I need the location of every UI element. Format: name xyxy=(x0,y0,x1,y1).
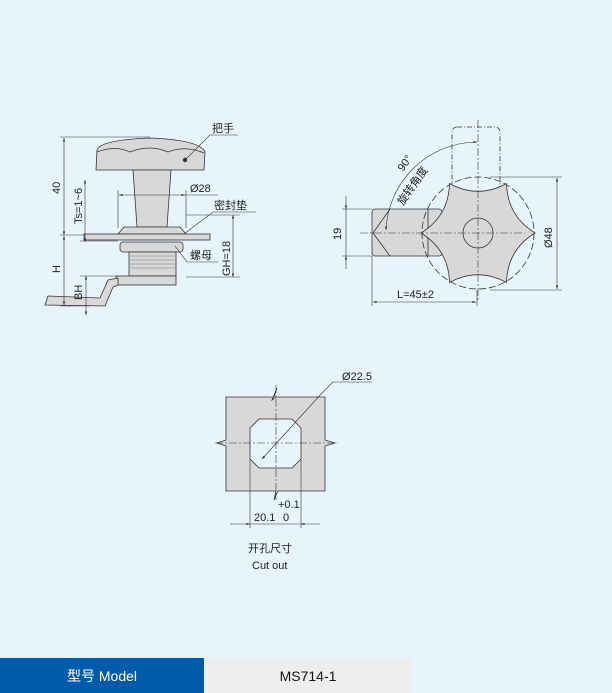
nut-label: 螺母 xyxy=(190,249,212,262)
seal-label: 密封垫 xyxy=(214,198,247,212)
handle-label: 把手 xyxy=(212,121,234,135)
dim-h: H xyxy=(51,265,63,273)
dim-diameter-28: Ø28 xyxy=(190,183,211,195)
dim-height-40: 40 xyxy=(51,182,63,194)
front-view xyxy=(342,120,562,306)
model-value: MS714-1 xyxy=(204,658,412,693)
cutout-diameter: Ø22.5 xyxy=(342,371,372,383)
cutout-label-en: Cut out xyxy=(252,560,287,572)
side-view xyxy=(44,134,256,315)
cutout-tol-lower: 0 xyxy=(283,512,289,524)
dim-length: L=45±2 xyxy=(397,289,434,301)
cutout-tol-upper: +0.1 xyxy=(278,499,300,511)
model-table: 型号 Model MS714-1 xyxy=(0,658,412,693)
cutout-label-cn: 开孔尺寸 xyxy=(248,541,292,555)
stem xyxy=(132,169,172,228)
cutout-hole xyxy=(249,418,302,469)
dim-48: Ø48 xyxy=(543,227,555,248)
seal-washer xyxy=(117,226,187,235)
nut xyxy=(119,241,184,253)
ghost-position xyxy=(451,126,501,212)
cutout-width: 20.1 xyxy=(254,512,275,524)
dim-thickness: Ts=1~6 xyxy=(73,188,85,224)
cam-base xyxy=(115,275,177,286)
angle-90: 90° xyxy=(396,153,415,174)
dim-bh: BH xyxy=(73,285,85,300)
dim-gh: GH=18 xyxy=(221,241,233,276)
panel xyxy=(83,233,211,241)
handle xyxy=(95,137,206,171)
cutout-view xyxy=(215,381,372,528)
dim-19: 19 xyxy=(332,228,344,240)
model-label: 型号 Model xyxy=(0,658,204,693)
